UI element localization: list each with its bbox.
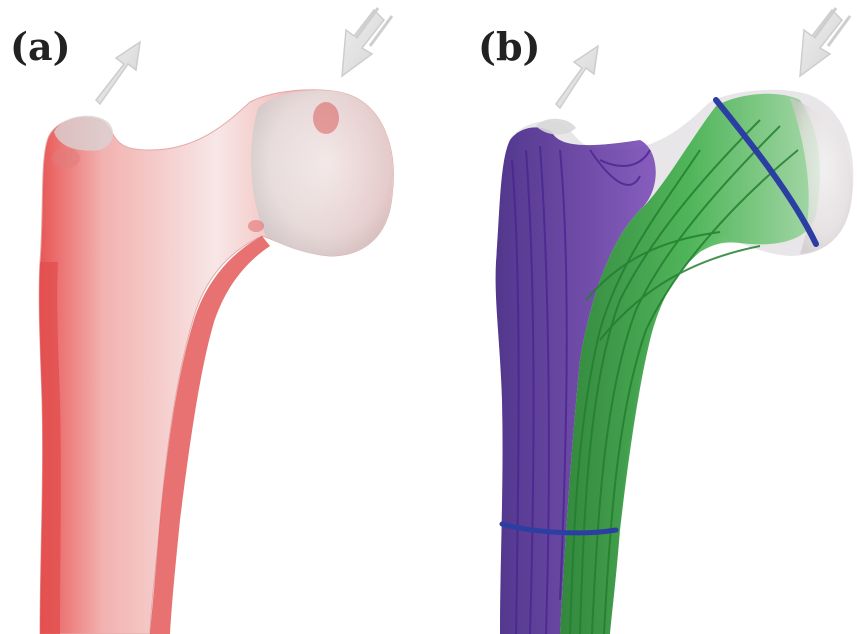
- panel-a-stress-spot: [313, 102, 339, 134]
- panel-a-femur: [39, 8, 393, 634]
- panel-b-load-arrow-left: [556, 46, 598, 108]
- panel-a-load-arrow-left: [96, 42, 140, 104]
- panel-a-stress-spot: [52, 148, 80, 168]
- panel-a-stress-spot: [248, 220, 264, 232]
- panel-b-load-arrow-right: [800, 8, 850, 76]
- panel-a-load-arrow-right: [342, 8, 392, 76]
- panel-b-femur: [496, 8, 854, 634]
